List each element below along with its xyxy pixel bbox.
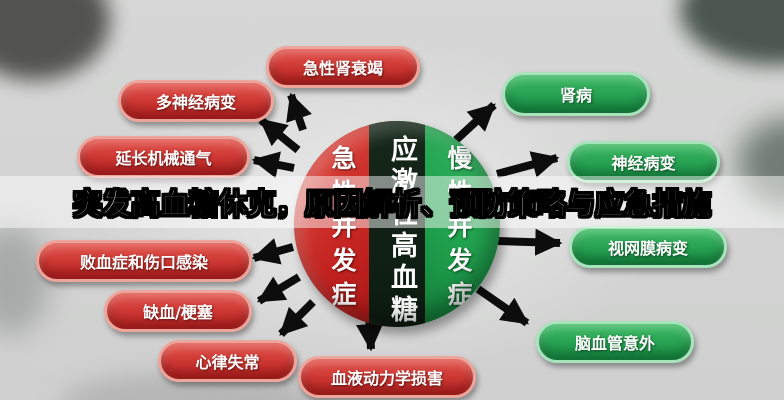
arrow-to-polyneuropathy bbox=[258, 116, 301, 154]
node-arrhythmia: 心律失常 bbox=[158, 340, 297, 382]
node-label: 心律失常 bbox=[195, 353, 260, 372]
node-sepsis-and-wound-infection: 败血症和伤口感染 bbox=[36, 240, 252, 282]
stress-hyperglycemia-label: 应激性高血糖 bbox=[386, 135, 417, 327]
chronic-complications-label: 慢性并发症 bbox=[444, 145, 473, 315]
center-strip bbox=[369, 121, 425, 327]
node-label: 神经病变 bbox=[611, 154, 676, 173]
acute-complications-label: 急性并发症 bbox=[328, 145, 357, 315]
node-label: 延长机械通气 bbox=[115, 149, 212, 168]
node-label: 急性肾衰竭 bbox=[302, 59, 383, 78]
headline-band: 突发高血糖休克，原因解析、预防策略与应急措施 bbox=[0, 176, 784, 228]
node-label: 缺血/梗塞 bbox=[143, 303, 213, 322]
arrow-to-neuropathy bbox=[495, 151, 560, 178]
arrow-to-retinopathy bbox=[497, 228, 563, 256]
arrow-to-prolonged-mechanical-ventilation bbox=[251, 151, 295, 179]
node-label: 脑血管意外 bbox=[574, 334, 655, 353]
node-acute-renal-failure: 急性肾衰竭 bbox=[266, 46, 420, 88]
node-polyneuropathy: 多神经病变 bbox=[118, 80, 274, 122]
node-label: 视网膜病变 bbox=[607, 239, 688, 258]
node-hemodynamic-damage: 血液动力学损害 bbox=[298, 356, 476, 398]
node-label: 血液动力学损害 bbox=[330, 369, 443, 388]
node-nephropathy: 肾病 bbox=[502, 72, 650, 116]
node-cerebrovascular-accident: 脑血管意外 bbox=[536, 321, 694, 363]
center-circle: 急性并发症 应激性高血糖 慢性并发症 bbox=[294, 121, 500, 327]
headline-text: 突发高血糖休克，原因解析、预防策略与应急措施 bbox=[72, 187, 711, 222]
node-retinopathy: 视网膜病变 bbox=[569, 226, 727, 268]
node-label: 败血症和伤口感染 bbox=[79, 253, 208, 272]
node-neuropathy: 神经病变 bbox=[567, 141, 720, 183]
arrow-to-ischemia-infarction bbox=[256, 273, 302, 305]
node-prolonged-mechanical-ventilation: 延长机械通气 bbox=[77, 136, 250, 178]
node-label: 肾病 bbox=[559, 86, 592, 105]
arrow-to-sepsis-and-wound-infection bbox=[251, 238, 295, 265]
node-label: 多神经病变 bbox=[155, 93, 236, 112]
node-ischemia-infarction: 缺血/梗塞 bbox=[104, 290, 252, 332]
